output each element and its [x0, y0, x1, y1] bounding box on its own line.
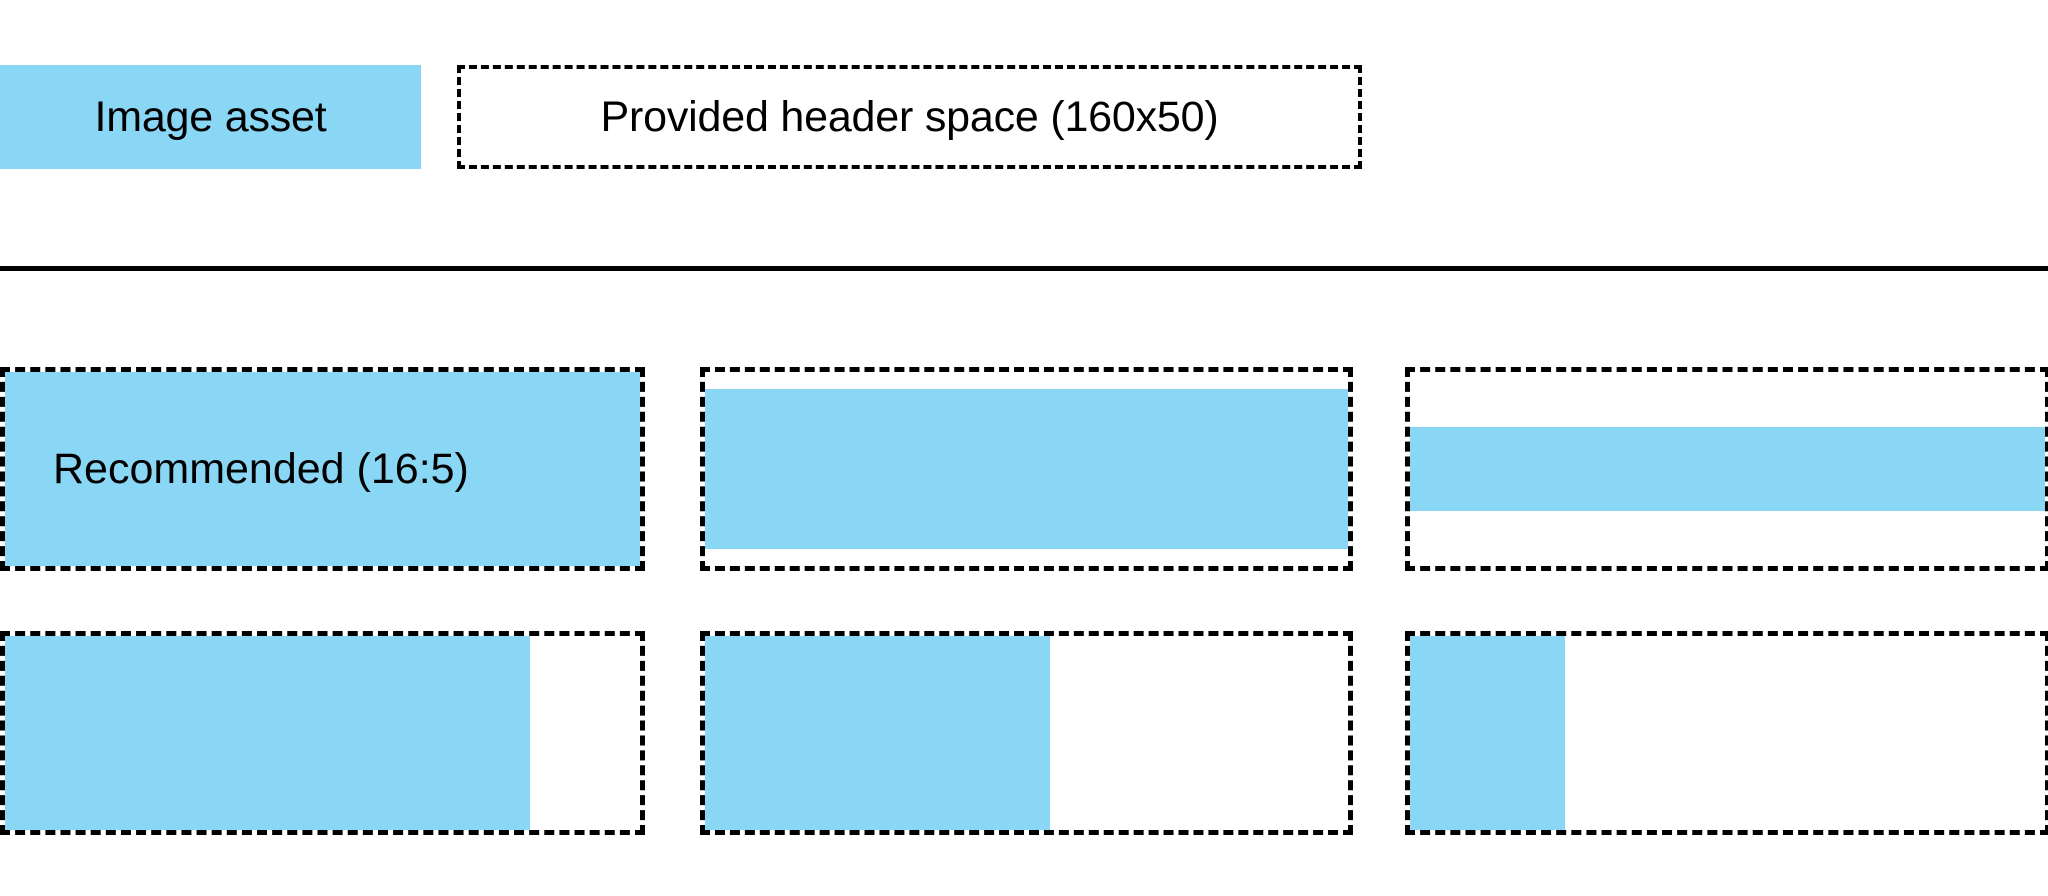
provided-header-space-label: Provided header space (160x50) — [600, 92, 1219, 141]
recommended-ratio-label: Recommended (16:5) — [53, 444, 469, 493]
image-asset-label: Image asset — [94, 92, 327, 141]
ratio-cell-a1: Recommended (16:5) — [0, 367, 645, 571]
image-asset-swatch: Image asset — [0, 65, 421, 169]
legend-row: Image asset Provided header space (160x5… — [0, 65, 2048, 169]
asset-fill-b2 — [705, 636, 1050, 830]
ratio-cell-b2 — [700, 631, 1353, 835]
ratio-cell-a2 — [700, 367, 1353, 571]
ratio-row-b — [0, 631, 2048, 835]
ratio-cell-b1 — [0, 631, 645, 835]
ratio-cell-b3 — [1405, 631, 2048, 835]
ratio-row-a: Recommended (16:5) — [0, 367, 2048, 571]
asset-fill-a1 — [5, 372, 640, 566]
ratio-cell-a3 — [1405, 367, 2048, 571]
asset-fill-a2 — [705, 389, 1348, 549]
asset-fill-a3 — [1410, 427, 2045, 511]
section-divider — [0, 266, 2048, 271]
provided-header-space-box: Provided header space (160x50) — [457, 65, 1362, 169]
asset-fill-b3 — [1410, 636, 1565, 830]
asset-fill-b1 — [5, 636, 530, 830]
